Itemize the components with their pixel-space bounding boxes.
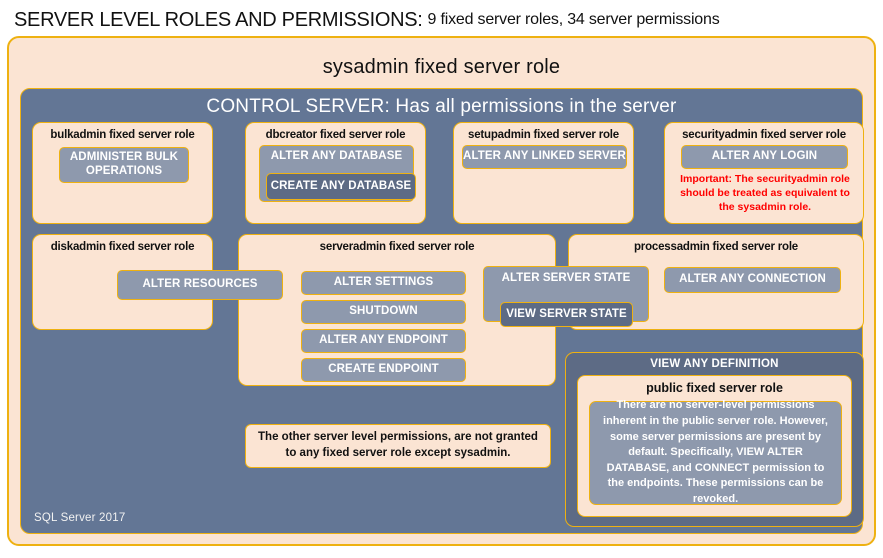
permission-view-any-definition[interactable]: VIEW ANY DEFINITION bbox=[650, 358, 779, 370]
sysadmin-role-label: sysadmin fixed server role bbox=[322, 55, 561, 78]
permission-administer-bulk-operations[interactable]: ADMINISTER BULK OPERATIONS bbox=[59, 147, 189, 183]
role-card-dbcreator: dbcreator fixed server role ALTER ANY DA… bbox=[245, 122, 426, 224]
role-title-setupadmin: setupadmin fixed server role bbox=[468, 129, 619, 141]
permission-shutdown[interactable]: SHUTDOWN bbox=[301, 300, 466, 324]
role-title-serveradmin: serveradmin fixed server role bbox=[319, 241, 475, 253]
role-title-public: public fixed server role bbox=[646, 381, 783, 395]
permission-alter-any-connection[interactable]: ALTER ANY CONNECTION bbox=[664, 267, 841, 293]
role-card-bulkadmin: bulkadmin fixed server role ADMINISTER B… bbox=[32, 122, 213, 224]
role-title-securityadmin: securityadmin fixed server role bbox=[682, 129, 846, 141]
permission-create-any-database[interactable]: CREATE ANY DATABASE bbox=[266, 173, 416, 200]
role-title-bulkadmin: bulkadmin fixed server role bbox=[50, 129, 195, 141]
page-title-strong: SERVER LEVEL ROLES AND PERMISSIONS: bbox=[14, 8, 423, 31]
view-any-definition-container: VIEW ANY DEFINITION public fixed server … bbox=[565, 352, 864, 527]
permission-view-server-state[interactable]: VIEW SERVER STATE bbox=[500, 302, 633, 327]
role-card-securityadmin: securityadmin fixed server role ALTER AN… bbox=[664, 122, 864, 224]
permission-alter-settings[interactable]: ALTER SETTINGS bbox=[301, 271, 466, 295]
public-role-description: There are no server-level permissions in… bbox=[589, 399, 842, 505]
permission-alter-resources[interactable]: ALTER RESOURCES bbox=[117, 270, 283, 300]
role-title-diskadmin: diskadmin fixed server role bbox=[50, 241, 195, 253]
permission-alter-any-linked-server[interactable]: ALTER ANY LINKED SERVER bbox=[462, 145, 627, 169]
permission-alter-any-login[interactable]: ALTER ANY LOGIN bbox=[681, 145, 848, 169]
role-title-dbcreator: dbcreator fixed server role bbox=[265, 129, 406, 141]
permission-create-endpoint[interactable]: CREATE ENDPOINT bbox=[301, 358, 466, 382]
page-title: SERVER LEVEL ROLES AND PERMISSIONS: 9 fi… bbox=[14, 6, 874, 34]
permission-alter-any-endpoint[interactable]: ALTER ANY ENDPOINT bbox=[301, 329, 466, 353]
role-card-setupadmin: setupadmin fixed server role ALTER ANY L… bbox=[453, 122, 634, 224]
securityadmin-warning-note: Important: The securityadmin role should… bbox=[680, 173, 850, 213]
page-title-subtitle: 9 fixed server roles, 34 server permissi… bbox=[427, 11, 720, 28]
footer-version-label: SQL Server 2017 bbox=[34, 512, 126, 524]
role-title-processadmin: processadmin fixed server role bbox=[633, 241, 799, 253]
control-server-label: CONTROL SERVER: Has all permissions in t… bbox=[206, 96, 677, 117]
other-permissions-note: The other server level permissions, are … bbox=[245, 424, 551, 468]
role-card-public: public fixed server role There are no se… bbox=[577, 375, 852, 517]
